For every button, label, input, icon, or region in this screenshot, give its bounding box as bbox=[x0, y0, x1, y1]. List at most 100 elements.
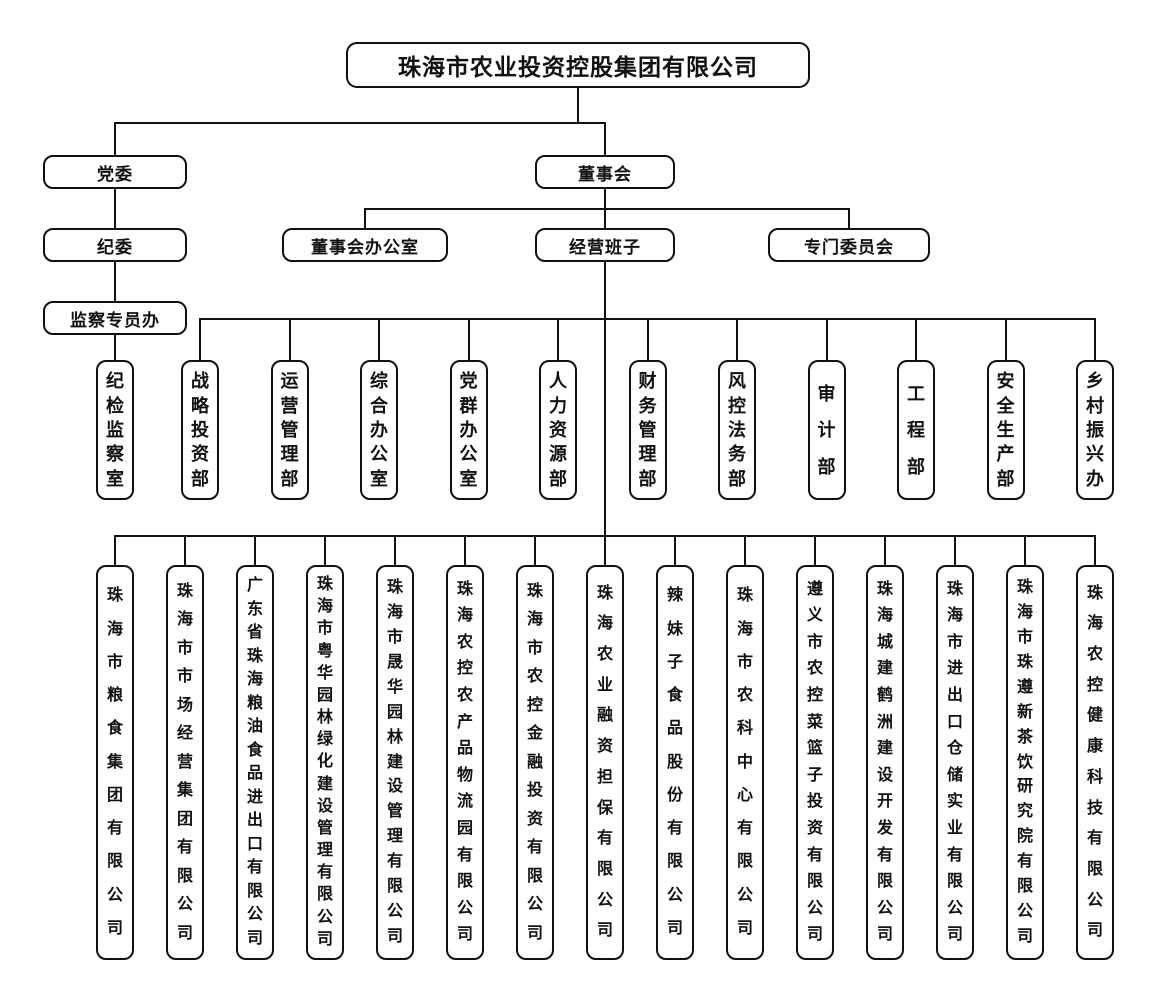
department-label: 战略投资部 bbox=[191, 371, 209, 489]
board-office-label: 董事会办公室 bbox=[311, 237, 419, 257]
connector-supervision-to-office bbox=[114, 335, 116, 362]
board-label: 董事会 bbox=[578, 164, 632, 184]
subsidiary-item: 遵义市农控菜篮子投资有限公司 bbox=[796, 535, 834, 960]
connector-board-office-drop bbox=[364, 208, 366, 228]
department-label: 运营管理部 bbox=[280, 371, 299, 489]
board-box: 董事会 bbox=[535, 155, 675, 189]
department-box: 人力资源部 bbox=[539, 360, 577, 500]
subsidiary-item: 珠海市粤华园林绿化建设管理有限公司 bbox=[306, 535, 344, 960]
subsidiary-label: 珠海市农控金融投资有限公司 bbox=[526, 582, 543, 942]
supervision-office-box: 监察专员办 bbox=[43, 301, 187, 335]
subsidiary-box: 珠海城建鹤洲建设开发有限公司 bbox=[866, 565, 904, 960]
department-label: 工程部 bbox=[907, 383, 925, 477]
subsidiary-label: 珠海市粮食集团有限公司 bbox=[106, 587, 123, 937]
subsidiary-box: 珠海农控农产品物流园有限公司 bbox=[446, 565, 484, 960]
connector-title-drop bbox=[577, 88, 579, 122]
subsidiary-label: 广东省珠海粮油食品进出口有限公司 bbox=[246, 577, 263, 947]
management-team-box: 经营班子 bbox=[535, 228, 675, 262]
department-label: 人力资源部 bbox=[549, 371, 567, 489]
department-box: 安全生产部 bbox=[986, 360, 1025, 500]
department-item: 工程部 bbox=[897, 318, 935, 500]
department-box: 党群办公室 bbox=[449, 360, 488, 500]
department-item: 战略投资部 bbox=[181, 318, 219, 500]
subsidiary-label: 珠海市农科中心有限公司 bbox=[736, 587, 753, 937]
subsidiary-item: 珠海市农科中心有限公司 bbox=[726, 535, 764, 960]
subsidiary-item: 珠海农业融资担保有限公司 bbox=[586, 535, 624, 960]
department-item: 人力资源部 bbox=[539, 318, 577, 500]
board-office-box: 董事会办公室 bbox=[282, 228, 448, 262]
subsidiary-label: 珠海城建鹤洲建设开发有限公司 bbox=[876, 580, 893, 944]
subsidiary-item: 珠海市珠遵新茶饮研究院有限公司 bbox=[1006, 535, 1044, 960]
subsidiary-label: 珠海市晟华园林建设管理有限公司 bbox=[386, 578, 403, 946]
connector-board-drop bbox=[604, 122, 606, 155]
subsidiary-label: 珠海市市场经营集团有限公司 bbox=[176, 582, 193, 942]
department-box: 运营管理部 bbox=[270, 360, 309, 500]
party-committee-box: 党委 bbox=[43, 155, 187, 189]
department-item: 运营管理部 bbox=[270, 318, 309, 500]
connector-board-down bbox=[604, 189, 606, 208]
department-item: 安全生产部 bbox=[986, 318, 1025, 500]
department-box: 综合办公室 bbox=[360, 360, 398, 500]
subsidiary-item: 珠海农控健康科技有限公司 bbox=[1076, 535, 1114, 960]
departments-row: 战略投资部 运营管理部 综合办公室 党群办公室 bbox=[181, 318, 1114, 500]
department-item: 党群办公室 bbox=[449, 318, 488, 500]
subsidiary-label: 辣妹子食品股份有限公司 bbox=[666, 587, 683, 937]
department-item: 审计部 bbox=[807, 318, 846, 500]
subsidiary-item: 珠海市粮食集团有限公司 bbox=[96, 535, 134, 960]
subsidiary-item: 珠海市进出口仓储实业有限公司 bbox=[936, 535, 974, 960]
department-box: 战略投资部 bbox=[181, 360, 219, 500]
connector-special-drop bbox=[848, 208, 850, 228]
special-committees-box: 专门委员会 bbox=[768, 228, 930, 262]
department-label: 乡村振兴办 bbox=[1086, 371, 1104, 489]
subsidiary-item: 珠海农控农产品物流园有限公司 bbox=[446, 535, 484, 960]
department-label: 审计部 bbox=[817, 383, 836, 477]
department-item: 风控法务部 bbox=[718, 318, 756, 500]
subsidiary-item: 珠海城建鹤洲建设开发有限公司 bbox=[866, 535, 904, 960]
subsidiary-box: 珠海农业融资担保有限公司 bbox=[586, 565, 624, 960]
subsidiary-box: 珠海市晟华园林建设管理有限公司 bbox=[376, 565, 414, 960]
department-label: 财务管理部 bbox=[638, 371, 657, 489]
connector-party-to-discipline bbox=[114, 189, 116, 228]
subsidiary-box: 广东省珠海粮油食品进出口有限公司 bbox=[236, 565, 274, 960]
department-item: 综合办公室 bbox=[360, 318, 398, 500]
subsidiary-box: 珠海市农科中心有限公司 bbox=[726, 565, 764, 960]
management-team-label: 经营班子 bbox=[569, 237, 641, 257]
subsidiary-box: 遵义市农控菜篮子投资有限公司 bbox=[796, 565, 834, 960]
connector-trunk bbox=[604, 262, 606, 535]
company-title-box: 珠海市农业投资控股集团有限公司 bbox=[346, 42, 810, 88]
discipline-inspection-office-box: 纪检监察室 bbox=[96, 360, 134, 500]
discipline-committee-label: 纪委 bbox=[97, 237, 133, 257]
subsidiary-item: 珠海市市场经营集团有限公司 bbox=[166, 535, 204, 960]
special-committees-label: 专门委员会 bbox=[804, 237, 894, 257]
discipline-committee-box: 纪委 bbox=[43, 228, 187, 262]
subsidiary-label: 珠海市进出口仓储实业有限公司 bbox=[946, 580, 963, 944]
subsidiary-label: 珠海农控健康科技有限公司 bbox=[1086, 584, 1103, 940]
department-label: 党群办公室 bbox=[459, 371, 478, 489]
department-label: 综合办公室 bbox=[370, 371, 388, 489]
discipline-inspection-office-label: 纪检监察室 bbox=[106, 371, 124, 489]
subsidiary-item: 辣妹子食品股份有限公司 bbox=[656, 535, 694, 960]
connector-discipline-to-supervision bbox=[114, 262, 116, 301]
connector-mgmt-drop bbox=[604, 208, 606, 228]
subsidiaries-row: 珠海市粮食集团有限公司 珠海市市场经营集团有限公司 广东省珠海粮油食品进出口有限… bbox=[96, 535, 1114, 960]
subsidiary-label: 珠海农业融资担保有限公司 bbox=[596, 584, 613, 940]
department-box: 乡村振兴办 bbox=[1076, 360, 1114, 500]
subsidiary-box: 珠海农控健康科技有限公司 bbox=[1076, 565, 1114, 960]
subsidiary-box: 珠海市粤华园林绿化建设管理有限公司 bbox=[306, 565, 344, 960]
subsidiary-label: 珠海农控农产品物流园有限公司 bbox=[456, 580, 473, 944]
department-item: 乡村振兴办 bbox=[1076, 318, 1114, 500]
department-item: 财务管理部 bbox=[628, 318, 667, 500]
department-box: 工程部 bbox=[897, 360, 935, 500]
connector-board-split bbox=[364, 208, 850, 210]
subsidiary-box: 珠海市市场经营集团有限公司 bbox=[166, 565, 204, 960]
subsidiary-item: 珠海市晟华园林建设管理有限公司 bbox=[376, 535, 414, 960]
department-box: 财务管理部 bbox=[628, 360, 667, 500]
subsidiary-box: 珠海市进出口仓储实业有限公司 bbox=[936, 565, 974, 960]
subsidiary-item: 珠海市农控金融投资有限公司 bbox=[516, 535, 554, 960]
subsidiary-box: 珠海市农控金融投资有限公司 bbox=[516, 565, 554, 960]
department-label: 安全生产部 bbox=[996, 371, 1015, 489]
subsidiary-box: 珠海市珠遵新茶饮研究院有限公司 bbox=[1006, 565, 1044, 960]
connector-party-drop bbox=[114, 122, 116, 155]
subsidiary-box: 珠海市粮食集团有限公司 bbox=[96, 565, 134, 960]
